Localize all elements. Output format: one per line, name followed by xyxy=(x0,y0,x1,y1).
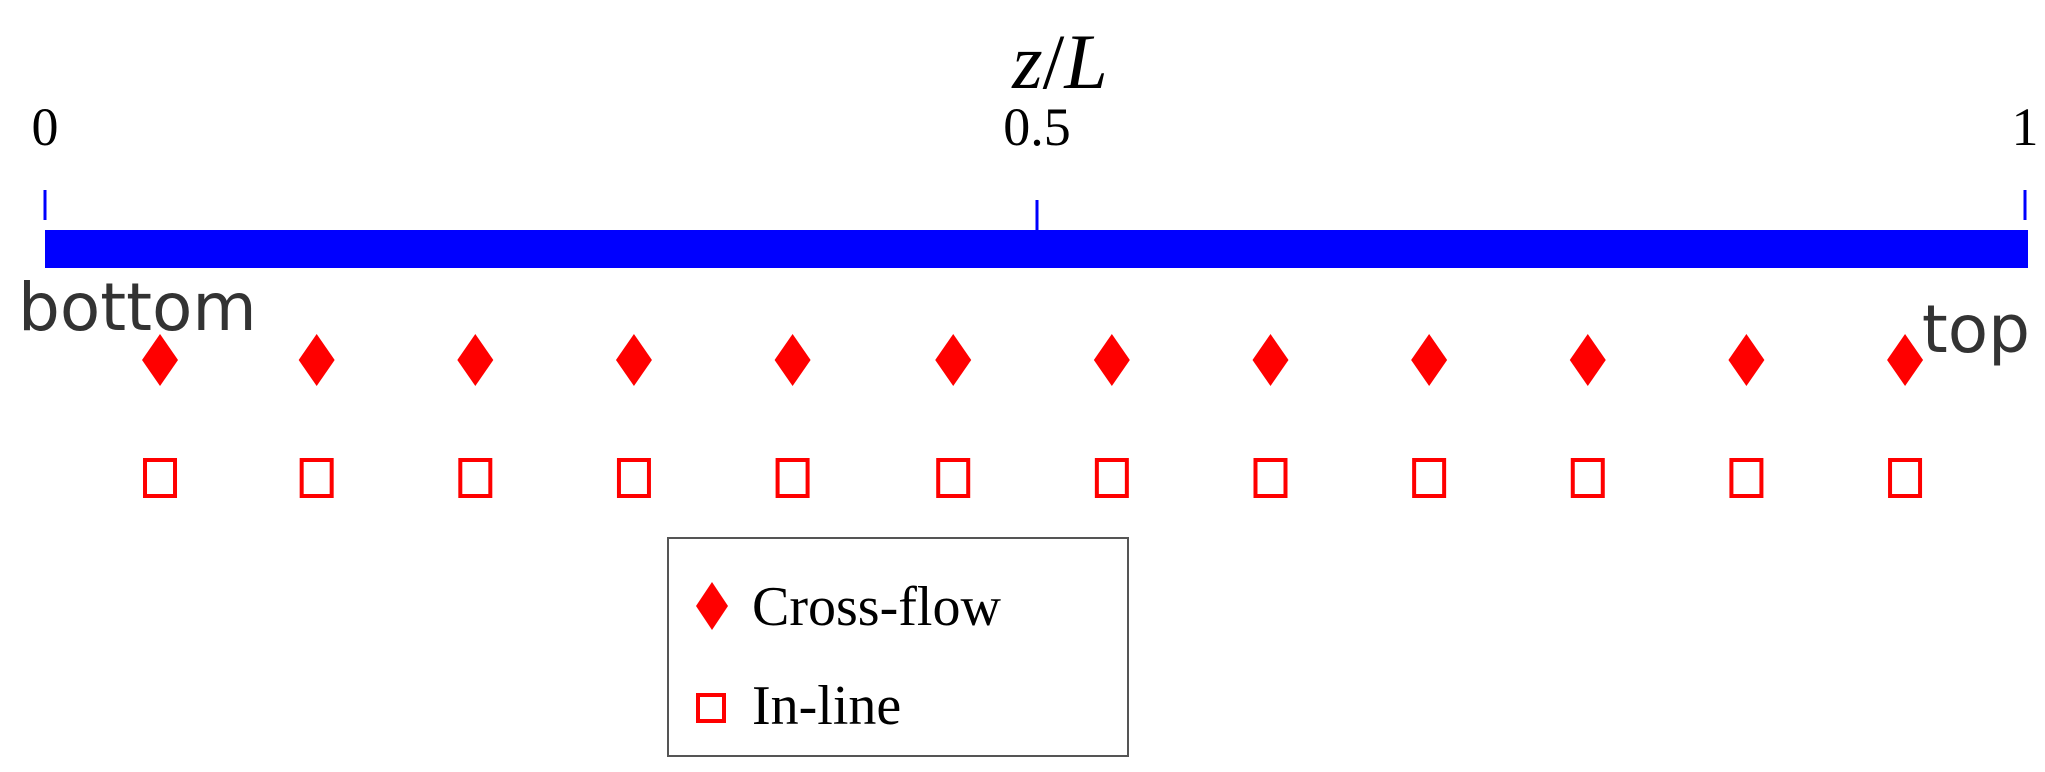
cross-flow-marker-2 xyxy=(298,334,335,386)
cross-flow-marker-11 xyxy=(1728,334,1765,386)
axis-title: z/L xyxy=(1011,18,1107,105)
in-line-marker-5 xyxy=(775,458,810,498)
axis-title-var1: z xyxy=(1011,18,1042,105)
legend-box xyxy=(667,537,1129,757)
cross-flow-sensor-row xyxy=(142,334,1924,386)
axis-title-sep: / xyxy=(1043,18,1065,105)
in-line-marker-10 xyxy=(1570,458,1605,498)
tick-label-0: 0 xyxy=(32,97,59,157)
in-line-marker-11 xyxy=(1729,458,1764,498)
cross-flow-marker-8 xyxy=(1252,334,1289,386)
legend-label-cross-flow: Cross-flow xyxy=(752,576,1001,638)
in-line-marker-7 xyxy=(1094,458,1129,498)
in-line-marker-2 xyxy=(299,458,334,498)
legend-square-icon xyxy=(696,693,726,723)
cross-flow-marker-5 xyxy=(774,334,811,386)
cross-flow-marker-6 xyxy=(935,334,972,386)
cross-flow-marker-4 xyxy=(615,334,652,386)
cross-flow-marker-7 xyxy=(1093,334,1130,386)
cross-flow-marker-9 xyxy=(1411,334,1448,386)
in-line-marker-8 xyxy=(1253,458,1288,498)
in-line-marker-12 xyxy=(1888,458,1923,498)
in-line-marker-9 xyxy=(1412,458,1447,498)
end-label-bottom: bottom xyxy=(18,269,257,346)
end-label-top: top xyxy=(1922,291,2030,368)
in-line-marker-6 xyxy=(936,458,971,498)
cross-flow-marker-1 xyxy=(142,334,179,386)
axis-title-var2: L xyxy=(1063,18,1107,105)
cross-flow-marker-3 xyxy=(457,334,494,386)
legend-label-in-line: In-line xyxy=(752,675,901,737)
riser-bar xyxy=(45,230,2028,268)
tick-label-0.5: 0.5 xyxy=(1003,97,1071,157)
tick-label-1: 1 xyxy=(2012,97,2039,157)
in-line-marker-1 xyxy=(143,458,178,498)
legend-diamond-icon xyxy=(696,582,728,630)
in-line-marker-4 xyxy=(616,458,651,498)
in-line-sensor-row xyxy=(143,458,1923,498)
cross-flow-marker-12 xyxy=(1887,334,1924,386)
cross-flow-marker-10 xyxy=(1569,334,1606,386)
legend: Cross-flow In-line xyxy=(667,537,1129,757)
in-line-marker-3 xyxy=(458,458,493,498)
